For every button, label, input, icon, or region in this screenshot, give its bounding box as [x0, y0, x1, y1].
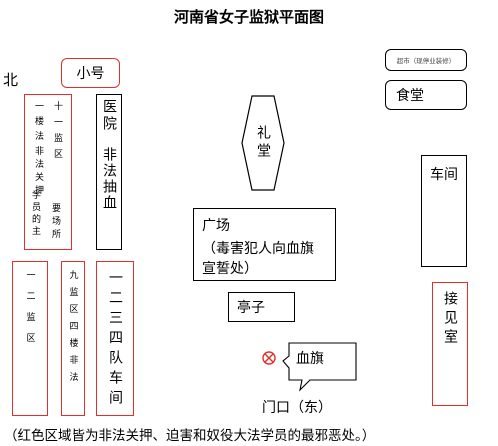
team-workshop-label: 一二三四队车间 [107, 270, 123, 410]
canteen-label: 食堂 [396, 88, 424, 104]
district-11-extra: 学员的主 [29, 190, 42, 238]
gate-label: 门口（东） [262, 400, 332, 416]
room-hospital: 医院 非法抽血 [96, 94, 122, 250]
flag-callout-shape [282, 342, 357, 392]
hospital-note: 非法抽血 [101, 147, 117, 211]
district-11-extra-2: 要场所 [49, 203, 62, 242]
district-11-col-1: 十一监区 [52, 101, 62, 165]
room-square: 广场 （毒害犯人向血旗宣誓处） [193, 208, 336, 281]
room-supermarket: 超市（现停业装修） [385, 49, 467, 71]
district-11-col-5: 要场所 [50, 203, 60, 242]
square-subtitle: （毒害犯人向血旗宣誓处） [202, 241, 314, 277]
footnote: （红色区域皆为非法关押、迫害和奴役大法学员的最邪恶处。） [4, 428, 376, 444]
flag-icon [262, 351, 276, 365]
supermarket-label: 超市（现停业装修） [396, 57, 456, 65]
square-title: 广场 [202, 218, 230, 234]
district-12-label: 一二监区 [24, 270, 35, 354]
district-11-col-3: 非法关押 [33, 146, 43, 198]
flag-label: 血旗 [296, 351, 324, 367]
north-label: 北 [3, 71, 19, 89]
auditorium: 礼堂 [240, 94, 286, 192]
district-11-col-2: 一楼法 [33, 101, 43, 146]
room-canteen: 食堂 [385, 80, 467, 110]
room-xiaohao-label: 小号 [76, 66, 105, 82]
room-pavilion: 亭子 [228, 292, 295, 322]
flag-callout: 血旗 [296, 348, 324, 368]
district-9-label: 九监区四楼非法 [67, 270, 78, 389]
visit-label: 接见室 [442, 291, 458, 348]
workshop-label: 车间 [430, 167, 458, 183]
room-workshop: 车间 [421, 155, 467, 267]
room-xiaohao: 小号 [61, 58, 120, 88]
room-district-9: 九监区四楼非法 [61, 261, 85, 416]
room-team-workshop: 一二三四队车间 [96, 261, 134, 416]
room-visit: 接见室 [432, 282, 468, 406]
hospital-label: 医院 [101, 99, 117, 133]
page-title: 河南省女子监狱平面图 [173, 8, 324, 26]
pavilion-label: 亭子 [237, 300, 265, 316]
room-district-12: 一二监区 [12, 261, 48, 416]
auditorium-label: 礼堂 [255, 125, 271, 161]
district-11-col-4: 学员的主 [30, 190, 40, 238]
room-district-11: 十一监区 一楼法 非法关押 [24, 94, 72, 250]
auditorium-shape [241, 95, 285, 191]
